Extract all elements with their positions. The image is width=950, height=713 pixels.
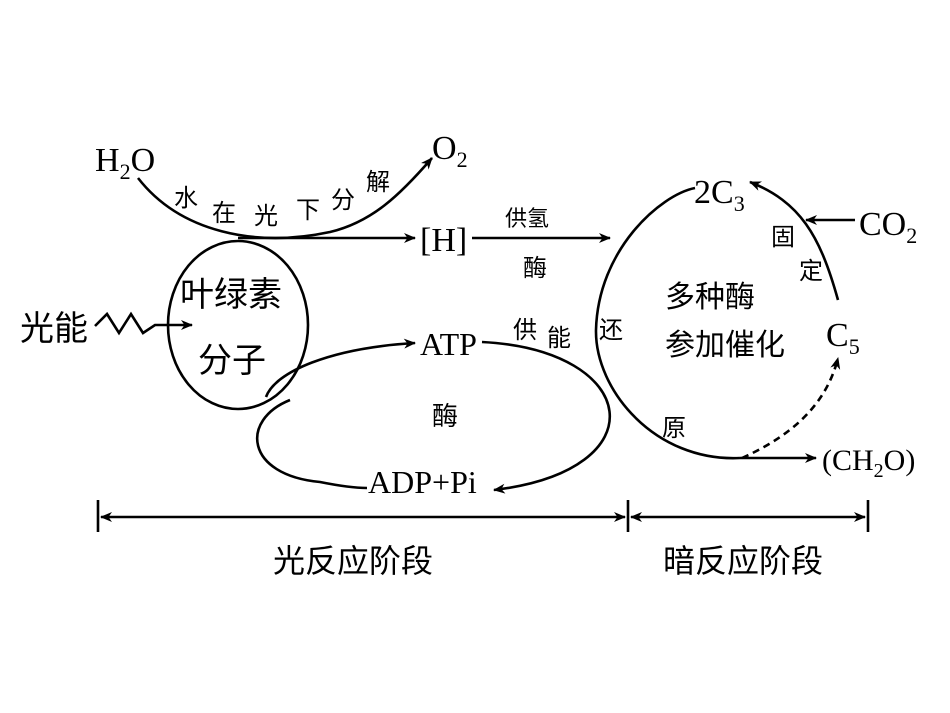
light-energy-wave <box>94 311 193 336</box>
adp-label: ADP+Pi <box>368 464 477 500</box>
c3-regeneration-arrow <box>741 357 841 460</box>
co2-label: CO2 <box>859 206 917 248</box>
atp-formation-arrow <box>255 343 415 490</box>
enzyme-mid-label: 酶 <box>432 402 458 432</box>
oxygen-label: O2 <box>432 130 468 172</box>
fixation-char-1: 固 <box>771 223 795 251</box>
energy-supply-char-2: 能 <box>547 324 571 352</box>
c3-label: 2C3 <box>694 174 745 216</box>
photolysis-char-5: 分 <box>331 186 355 214</box>
hydrogen-label: [H] <box>420 222 467 259</box>
enzyme-top-label: 酶 <box>523 254 547 282</box>
fixation-char-2: 定 <box>799 257 823 285</box>
photolysis-char-2: 在 <box>212 199 236 227</box>
reduction-char-1: 还 <box>599 316 623 344</box>
photolysis-char-4: 下 <box>296 196 320 224</box>
atp-consumption-arc <box>481 340 611 494</box>
reduction-char-2: 原 <box>662 414 686 442</box>
enzymes-label-line2: 参加催化 <box>665 328 785 363</box>
carbohydrate-label: (CH2O) <box>822 444 915 482</box>
water-label: H2O <box>95 142 155 184</box>
enzymes-label-line1: 多种酶 <box>665 280 755 315</box>
energy-supply-char-1: 供 <box>513 316 537 344</box>
c5-label: C5 <box>826 317 860 359</box>
photolysis-char-1: 水 <box>174 184 198 212</box>
photolysis-char-3: 光 <box>254 202 278 230</box>
photolysis-arrow <box>136 157 433 240</box>
dark-stage-label: 暗反应阶段 <box>663 542 823 580</box>
photolysis-char-6: 解 <box>366 168 390 196</box>
hydrogen-supply-label: 供氢 <box>505 207 549 232</box>
atp-label: ATP <box>420 326 477 362</box>
reduction-arc <box>594 186 741 460</box>
chlorophyll-label-line2: 分子 <box>198 341 266 381</box>
light-stage-label: 光反应阶段 <box>273 542 433 580</box>
chlorophyll-label-line1: 叶绿素 <box>180 275 282 315</box>
light-energy-label: 光能 <box>20 309 88 349</box>
